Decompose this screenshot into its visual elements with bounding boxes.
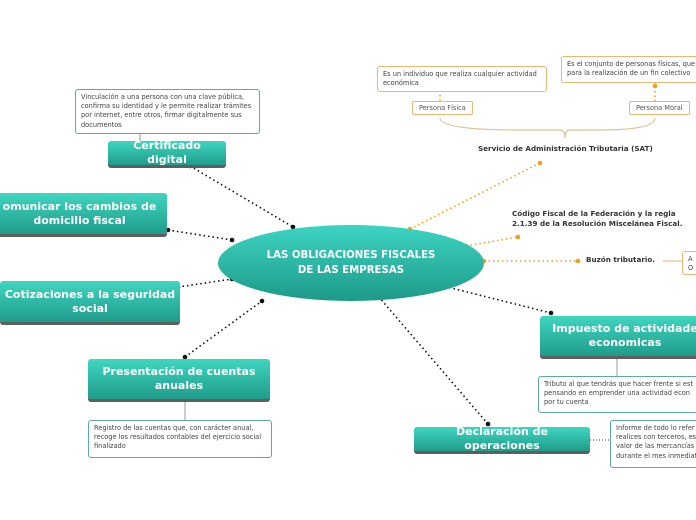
topic-impuesto-line1: Impuesto de actividade <box>552 322 696 336</box>
topic-cotizaciones-line2: social <box>72 301 108 315</box>
topic-certificado-digital[interactable]: Certificado digital <box>108 139 226 166</box>
topic-declaracion-label: Declaración de operaciones <box>456 425 548 452</box>
topic-presentacion-line2: anuales <box>154 379 204 392</box>
topic-cotizaciones[interactable]: Cotizaciones a la seguridad social <box>0 281 180 322</box>
topic-impuesto-line2: economicas <box>588 336 662 349</box>
note-buzon-side: A O <box>682 251 696 275</box>
note-impuesto: Tributo al que tendrás que hacer frente … <box>538 376 696 413</box>
topic-comunicar-line2: domicilio fiscal <box>33 213 126 227</box>
topic-presentacion-line1: Presentación de cuentas <box>102 365 256 379</box>
note-persona-moral-text: Es el conjunto de personas físicas, que … <box>567 60 696 78</box>
tag-persona-moral[interactable]: Persona Moral <box>629 101 690 115</box>
label-codigo-fiscal[interactable]: Código Fiscal de la Federación y la regl… <box>512 209 696 229</box>
central-topic-line2: DE LAS EMPRESAS <box>297 265 405 276</box>
note-certificado: Vinculación a una persona con una clave … <box>75 89 260 134</box>
topic-comunicar-line1: omunicar los cambios de <box>2 199 157 213</box>
note-impuesto-text: Tributo al que tendrás que hacer frente … <box>544 380 693 407</box>
topic-cotizaciones-line1: Cotizaciones a la seguridad <box>4 287 176 301</box>
topic-presentacion-cuentas[interactable]: Presentación de cuentas anuales <box>88 359 270 399</box>
tag-persona-fisica[interactable]: Persona Física <box>412 101 473 115</box>
central-topic-line1: LAS OBLIGACIONES FISCALES <box>266 249 436 261</box>
label-codigo-line1: Código Fiscal de la Federación y la regl… <box>512 209 676 218</box>
note-persona-moral: Es el conjunto de personas físicas, que … <box>561 56 696 83</box>
label-codigo-line2: 2.1.39 de la Resolución Miscelánea Fisca… <box>512 219 683 229</box>
label-sat[interactable]: Servicio de Administración Tributaria (S… <box>478 144 678 154</box>
note-persona-fisica-text: Es un individuo que realiza cualquier ac… <box>383 70 537 88</box>
note-persona-fisica: Es un individuo que realiza cualquier ac… <box>377 66 547 92</box>
label-sat-text: Servicio de Administración Tributaria (S… <box>478 144 653 153</box>
note-declaracion-text: Informe de todo lo refer realices con te… <box>616 424 696 460</box>
label-buzon-text: Buzón tributario. <box>586 255 656 264</box>
note-buzon-side-text: A O <box>688 255 694 273</box>
note-presentacion: Registro de las cuentas que, con carácte… <box>88 420 272 458</box>
topic-impuesto-actividades[interactable]: Impuesto de actividade economicas <box>540 316 696 356</box>
tag-persona-fisica-label: Persona Física <box>419 104 466 112</box>
label-buzon-tributario[interactable]: Buzón tributario. <box>586 255 655 265</box>
topic-comunicar-cambios[interactable]: omunicar los cambios de domicilio fiscal <box>0 193 167 234</box>
central-topic[interactable]: LAS OBLIGACIONES FISCALES DE LAS EMPRESA… <box>218 225 484 301</box>
note-declaracion: Informe de todo lo refer realices con te… <box>610 420 696 468</box>
tag-persona-moral-label: Persona Moral <box>636 104 683 112</box>
topic-certificado-label: Certificado digital <box>133 139 201 166</box>
topic-declaracion-operaciones[interactable]: Declaración de operaciones <box>414 425 590 452</box>
note-presentacion-text: Registro de las cuentas que, con carácte… <box>94 424 262 451</box>
note-certificado-text: Vinculación a una persona con una clave … <box>81 93 252 129</box>
